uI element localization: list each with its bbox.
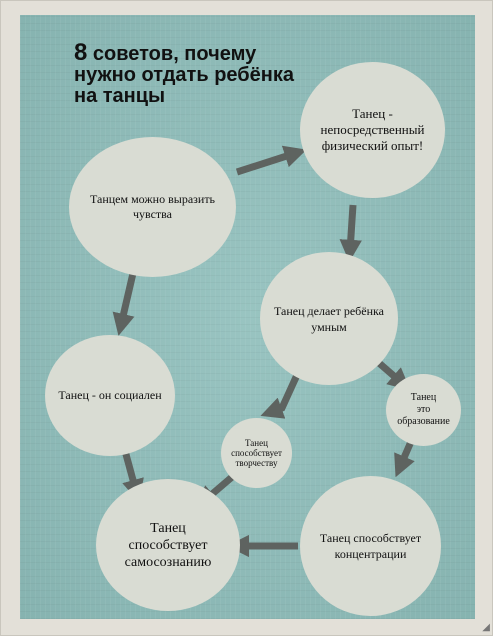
node-physical-line1: Танец - bbox=[352, 106, 393, 121]
node-physical-line2: непосредственный bbox=[320, 122, 425, 137]
title-line3: на танцы bbox=[74, 85, 166, 107]
resize-grip-icon[interactable]: ◢ bbox=[482, 622, 490, 633]
node-physical-line3: физический опыт! bbox=[321, 138, 424, 153]
title-number: 8 bbox=[74, 39, 88, 66]
title-line2: нужно отдать ребёнка bbox=[74, 64, 294, 86]
node-feelings: Танцем можно выразить чувства bbox=[69, 137, 236, 277]
poster-title: 8 советов, почему нужно отдать ребёнка н… bbox=[74, 39, 334, 107]
node-social-text: Танец - он социален bbox=[58, 388, 162, 402]
node-concentration-line1: Танец способствует bbox=[319, 531, 422, 545]
node-physical: Танец - непосредственный физический опыт… bbox=[300, 62, 445, 198]
node-smart-line1: Танец делает ребёнка bbox=[274, 303, 384, 318]
poster: 8 советов, почему нужно отдать ребёнка н… bbox=[20, 15, 475, 619]
arrow-physical-to-smart bbox=[339, 204, 362, 263]
node-smart: Танец делает ребёнка умным bbox=[260, 252, 398, 385]
node-creativity-line2: способствует bbox=[231, 448, 282, 458]
arrow-feelings-to-social bbox=[112, 268, 138, 336]
arrow-feelings-to-physical bbox=[235, 145, 307, 176]
title-line1: советов, почему bbox=[87, 43, 257, 65]
node-education-line1: Танец bbox=[410, 392, 437, 403]
node-feelings-text: Танцем можно выразить чувства bbox=[89, 192, 216, 221]
node-creativity: Танец способствует творчеству bbox=[221, 418, 292, 488]
node-education-line2: это bbox=[416, 404, 431, 415]
arrow-social-to-selfawareness bbox=[120, 446, 144, 502]
node-education-line3: образование bbox=[397, 416, 450, 427]
node-selfawareness-line2: способствует bbox=[128, 537, 208, 553]
node-creativity-line3: творчеству bbox=[235, 458, 278, 468]
node-concentration: Танец способствует концентрации bbox=[300, 476, 441, 616]
node-concentration-line2: концентрации bbox=[334, 547, 407, 561]
node-social: Танец - он социален bbox=[45, 335, 175, 456]
node-selfawareness-line3: самосознанию bbox=[124, 554, 212, 570]
arrow-smart-to-creativity bbox=[260, 373, 301, 419]
node-selfawareness: Танец способствует самосознанию bbox=[96, 479, 240, 611]
node-smart-line2: умным bbox=[311, 319, 347, 334]
node-selfawareness-line1: Танец bbox=[150, 520, 186, 536]
node-education: Танец это образование bbox=[386, 374, 461, 446]
node-creativity-line1: Танец bbox=[245, 438, 268, 448]
